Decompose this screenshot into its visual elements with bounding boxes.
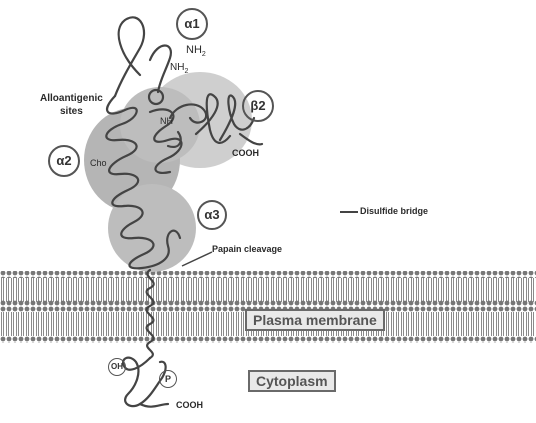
alloantigenic-sites-label: Alloantigenic sites — [40, 92, 103, 118]
alpha1-label: α1 — [184, 16, 199, 31]
alpha3-label: α3 — [204, 207, 219, 222]
nh2-left-label: NH2 — [170, 62, 188, 75]
cooh-bottom-label: COOH — [176, 400, 203, 410]
beta2-label: β2 — [250, 98, 265, 113]
nh2-top-label: NH2 — [186, 44, 206, 58]
cho-label: Cho — [90, 158, 107, 168]
cytoplasm-label: Cytoplasm — [248, 370, 336, 392]
alpha3-domain — [108, 184, 196, 272]
alpha2-circle: α2 — [48, 145, 80, 177]
p-circle: P — [159, 370, 177, 388]
plasma-membrane-label: Plasma membrane — [245, 309, 385, 331]
p-label: P — [165, 374, 171, 384]
oh-label: OH — [111, 362, 123, 371]
alpha2-label: α2 — [56, 153, 71, 168]
oh-circle: OH — [108, 358, 126, 376]
plasma-membrane-bilayer — [0, 271, 536, 343]
papain-cleavage-label: Papain cleavage — [212, 244, 282, 254]
alpha3-circle: α3 — [197, 200, 227, 230]
cooh-beta2-label: COOH — [232, 148, 259, 158]
disulfide-bridge-label: Disulfide bridge — [360, 206, 428, 216]
alpha1-circle: α1 — [176, 8, 208, 40]
nh2-beta-label: NH — [160, 116, 173, 126]
beta2-circle: β2 — [242, 90, 274, 122]
